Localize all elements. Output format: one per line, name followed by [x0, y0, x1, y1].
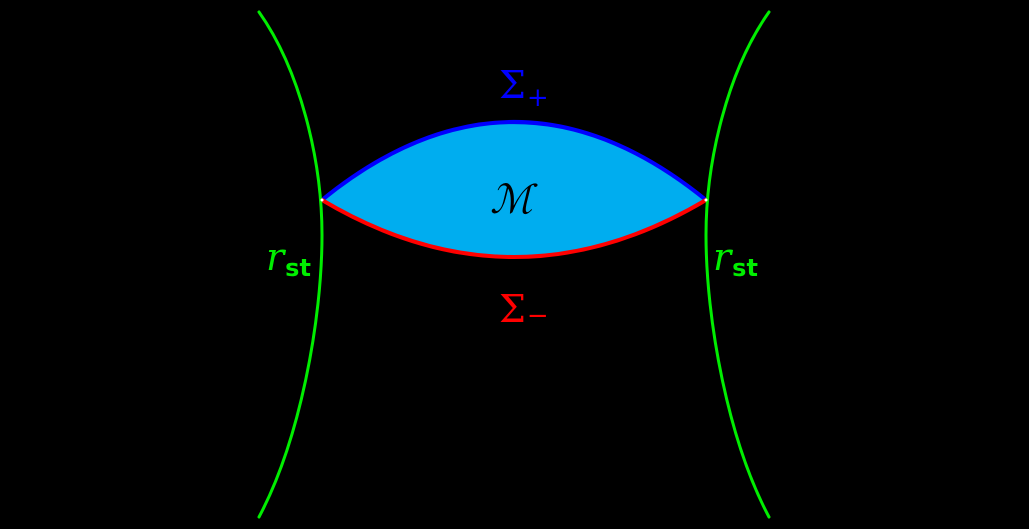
- right-horizon-label: rst: [713, 235, 758, 280]
- left-junction-point: [320, 198, 324, 202]
- sigma-plus-curve: [320, 120, 708, 202]
- right-junction-point: [704, 198, 708, 202]
- left-horizon-subscript: st: [285, 254, 311, 282]
- sigma-minus-symbol: Σ: [499, 287, 526, 331]
- right-horizon-curve: [704, 10, 771, 519]
- sigma-plus-label: Σ+: [499, 63, 549, 111]
- sigma-minus-label: Σ−: [499, 287, 549, 331]
- sigma-plus-symbol: Σ: [499, 63, 526, 107]
- left-horizon-curve: [257, 10, 324, 519]
- sigma-minus-curve: [320, 198, 708, 259]
- sigma-minus-subscript: −: [526, 301, 549, 331]
- left-horizon-symbol: r: [266, 235, 285, 279]
- right-horizon-subscript: st: [732, 254, 758, 282]
- region-m-label: ℳ: [490, 177, 533, 223]
- left-horizon-label: rst: [266, 235, 311, 280]
- region-m-fill: [322, 122, 706, 257]
- sigma-plus-subscript: +: [526, 83, 549, 113]
- right-horizon-symbol: r: [713, 235, 732, 279]
